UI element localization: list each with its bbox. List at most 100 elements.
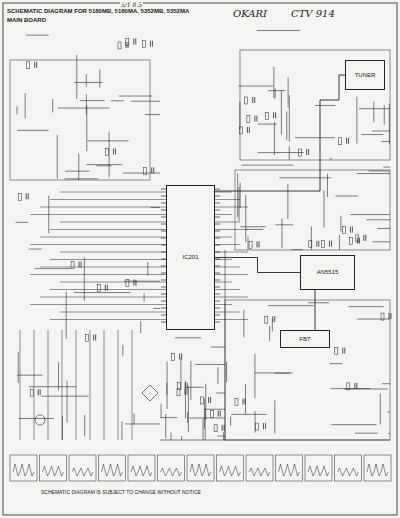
capacitor-plate (256, 116, 257, 122)
wire (86, 94, 87, 115)
wire (161, 404, 162, 418)
wire (84, 257, 85, 300)
bus-wire (215, 222, 240, 223)
board-name: MAIN BOARD (6, 17, 47, 24)
wire (366, 219, 390, 220)
wire (204, 409, 225, 410)
wire (372, 130, 390, 131)
waveform (249, 468, 270, 476)
capacitor-plate (135, 280, 136, 286)
wire (239, 187, 240, 221)
wire (287, 184, 288, 219)
capacitor-plate (306, 149, 307, 155)
waveform (102, 464, 123, 476)
capacitor-plate (363, 235, 364, 241)
waveform-box (99, 455, 126, 481)
capacitor-plate (252, 97, 253, 103)
wire (269, 326, 270, 341)
resistor-symbol (210, 411, 213, 418)
capacitor-plate (187, 383, 188, 389)
capacitor-plate (354, 383, 355, 389)
resistor-symbol (266, 112, 269, 119)
wire (180, 358, 181, 390)
capacitor-plate (153, 167, 154, 173)
wire (124, 281, 160, 282)
wire (357, 319, 390, 320)
wire (25, 93, 26, 118)
wire (121, 421, 122, 440)
ground-rail (160, 440, 390, 441)
wire (131, 101, 160, 102)
capacitor-plate (331, 241, 332, 247)
wire (160, 417, 177, 418)
sheet-border (3, 3, 397, 515)
capacitor-plate (185, 383, 186, 389)
waveform (279, 464, 300, 476)
capacitor-plate (259, 241, 260, 247)
resistor-symbol (335, 348, 338, 355)
bus-wire (215, 319, 248, 320)
bus-wire (215, 229, 248, 230)
bus-wire (60, 252, 166, 253)
wire (288, 77, 289, 107)
capacitor-plate (152, 41, 153, 47)
bus-wire (215, 237, 232, 238)
ic-pin (215, 280, 220, 281)
wire (18, 418, 53, 419)
wire (289, 95, 290, 141)
resistor-symbol (239, 127, 242, 134)
circuit-block (235, 170, 390, 250)
wire (247, 237, 248, 250)
wire (204, 399, 205, 429)
speaker-symbol (35, 415, 45, 425)
bus-wire (215, 199, 240, 200)
wire (387, 412, 390, 413)
waveform-box (276, 455, 303, 481)
capacitor-plate (247, 127, 248, 133)
ic-pin (215, 301, 220, 302)
wire (281, 90, 282, 134)
wire (381, 141, 390, 142)
wire (357, 173, 390, 174)
bus-wire (30, 304, 166, 305)
bus-wire (215, 297, 248, 298)
waveform-box (246, 455, 273, 481)
supply-rail (225, 250, 226, 440)
wire (231, 414, 267, 415)
wire (123, 173, 160, 174)
ic-pin (215, 315, 220, 316)
capacitor-plate (126, 42, 127, 48)
resistor-symbol (106, 149, 109, 156)
bus-wire (215, 267, 240, 268)
capacitor-plate (308, 149, 309, 155)
bus-wire (215, 274, 248, 275)
wire (134, 413, 135, 425)
wire (153, 308, 160, 309)
wire (240, 226, 265, 227)
capacitor-plate (113, 149, 114, 155)
waveform-box (10, 455, 37, 481)
waveform-box (40, 455, 67, 481)
resistor-symbol (265, 316, 268, 323)
capacitor-plate (179, 353, 180, 359)
circuit-block (240, 50, 390, 160)
wire (308, 302, 329, 303)
wire (254, 372, 292, 373)
ic-pin (215, 189, 220, 190)
capacitor-plate (107, 285, 108, 291)
wire (65, 171, 90, 172)
resistor-symbol (126, 280, 129, 287)
waveform-box (158, 455, 185, 481)
wire (340, 216, 341, 232)
wire (217, 367, 218, 384)
wire (277, 152, 303, 153)
bus-wire (215, 252, 248, 253)
bus-wire (20, 330, 21, 440)
wire (125, 423, 160, 424)
wire (268, 90, 285, 91)
waveform (13, 464, 34, 476)
wire (281, 218, 282, 248)
wire (356, 97, 357, 144)
capacitor-plate (220, 411, 221, 417)
part-name: AN5515 (317, 269, 339, 276)
